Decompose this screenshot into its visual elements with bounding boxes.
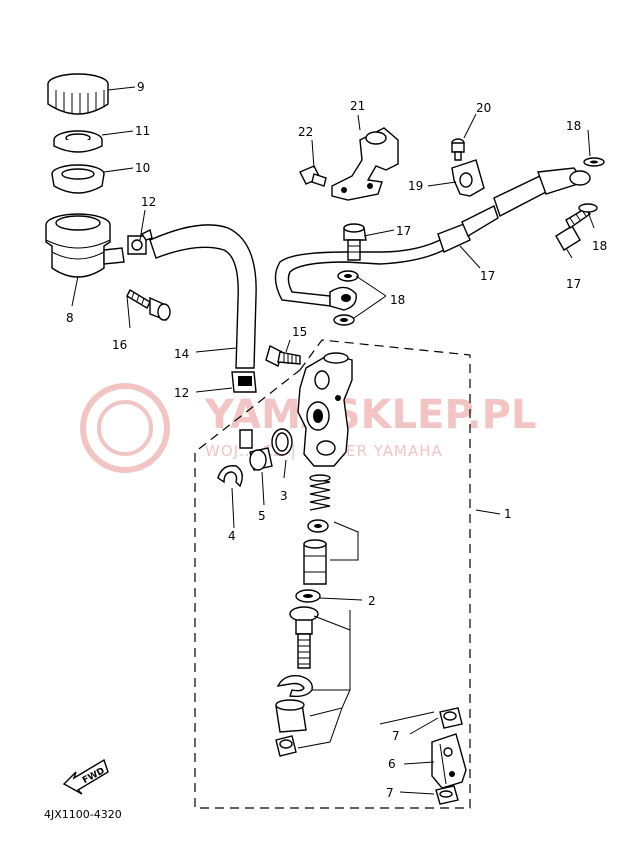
reservoir-cap — [47, 73, 109, 115]
diagram-code: 4JX1100-4320 — [44, 808, 122, 821]
copper-washer-lower — [333, 314, 355, 326]
piston-cup — [307, 519, 329, 533]
callout-4: 4 — [228, 529, 236, 543]
push-rod — [289, 606, 319, 669]
circlip-4 — [217, 465, 243, 488]
hose-holder — [451, 159, 485, 197]
callout-labels: 9 11 10 12 8 16 14 12 15 21 22 20 19 18 … — [66, 80, 607, 800]
callout-5: 5 — [258, 509, 266, 523]
holder-screw — [451, 138, 465, 161]
union-bolt-center — [343, 223, 367, 261]
callout-19: 19 — [408, 179, 423, 193]
callout-21: 21 — [350, 99, 365, 113]
callout-13: 14 — [174, 347, 189, 361]
washer — [295, 589, 321, 603]
callout-17-right: 17 — [566, 277, 581, 291]
callout-14: 15 — [292, 325, 307, 339]
circlip-2 — [276, 675, 313, 698]
master-cylinder-body — [297, 352, 353, 467]
callout-18-right-top: 18 — [566, 119, 581, 133]
cap-diaphragm-plate — [53, 130, 103, 153]
assembly-boundary — [194, 339, 471, 809]
watermark-brand: YAMASKLEP.PL — [204, 392, 536, 438]
o-ring — [271, 428, 293, 456]
spring — [309, 474, 331, 511]
hose-guide-bracket — [331, 127, 399, 201]
callout-8: 8 — [66, 311, 74, 325]
callout-2: 2 — [368, 594, 376, 608]
callout-15: 16 — [112, 338, 127, 352]
callout-11: 11 — [135, 124, 150, 138]
hose-clip-bottom — [231, 371, 257, 449]
callout-7-top: 7 — [392, 729, 400, 743]
hose-joint — [249, 447, 273, 471]
reservoir-hose — [149, 224, 257, 369]
callout-1: 1 — [504, 507, 512, 521]
union-bolt-right — [555, 207, 591, 251]
lock-nut-7-top — [439, 707, 463, 729]
dust-boot — [275, 699, 307, 733]
clevis — [431, 733, 467, 789]
callout-10: 10 — [135, 161, 150, 175]
fwd-arrow-icon: FWD — [62, 758, 109, 795]
copper-washer-right-mid — [578, 203, 598, 213]
bracket-bolt — [299, 165, 327, 187]
callout-22: 22 — [298, 125, 313, 139]
callout-18-center: 18 — [390, 293, 405, 307]
piston — [303, 539, 327, 585]
callout-12-top: 12 — [141, 195, 156, 209]
bolt-14 — [265, 344, 301, 368]
callout-16: 17 — [480, 269, 495, 283]
watermark-logo-icon — [80, 383, 170, 473]
callout-9: 9 — [137, 80, 145, 94]
brake-hose — [274, 167, 591, 311]
callout-18-right-mid: 18 — [592, 239, 607, 253]
copper-washer-upper — [337, 270, 359, 282]
watermark: YAMASKLEP.PL WOJ... CZ | DEALER YAMAHA — [80, 383, 536, 473]
callout-17-center: 17 — [396, 224, 411, 238]
leader-lines — [71, 86, 595, 795]
callout-20: 20 — [476, 101, 491, 115]
callout-7-bottom: 7 — [386, 786, 394, 800]
lock-nut-7-bottom — [435, 785, 459, 805]
lock-nut-2 — [275, 735, 297, 757]
diaphragm — [51, 164, 105, 194]
reservoir-screw — [126, 289, 171, 321]
callout-12-bottom: 12 — [174, 386, 189, 400]
copper-washer-right-top — [583, 157, 605, 167]
callout-6: 6 — [388, 757, 396, 771]
callout-3: 3 — [280, 489, 288, 503]
reservoir-body — [45, 213, 125, 278]
hose-clip-top — [127, 228, 153, 255]
